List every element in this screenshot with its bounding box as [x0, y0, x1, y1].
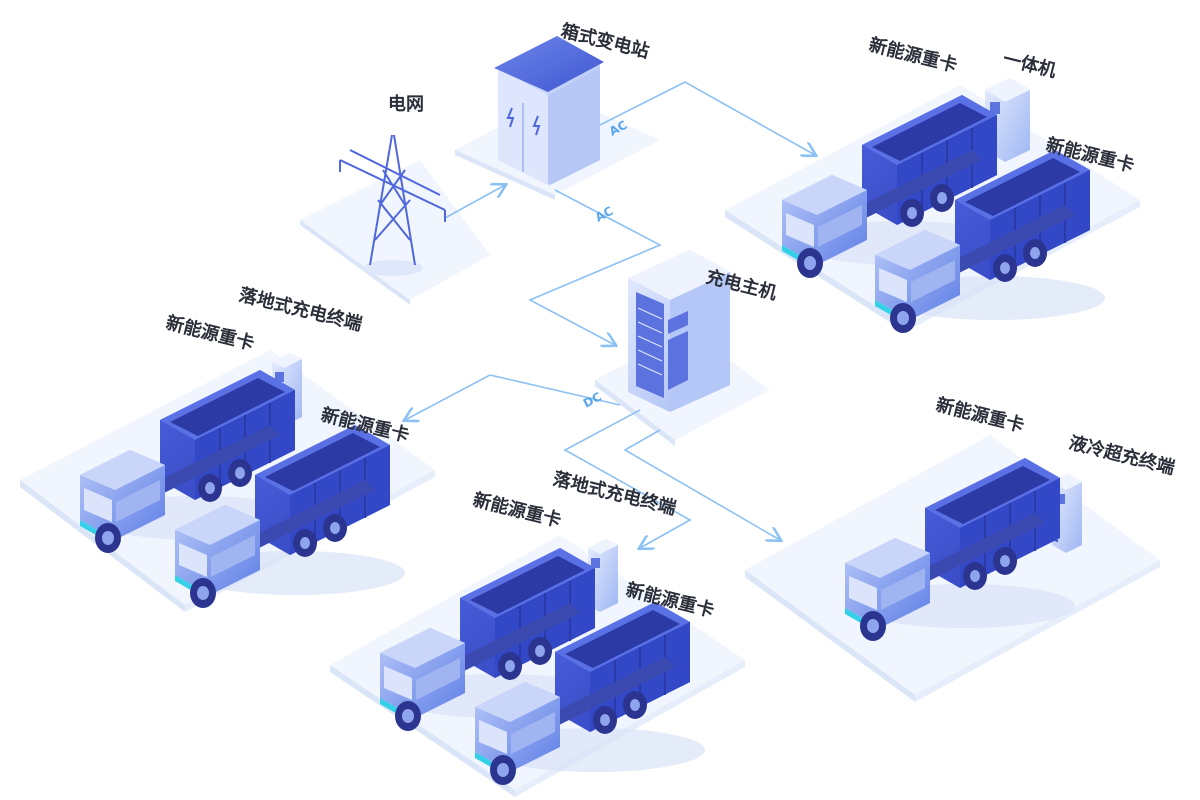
charging-host-icon: [628, 250, 730, 412]
connector-host-bottom: [563, 409, 692, 548]
connector-grid-substation: [444, 185, 505, 219]
flow-label-ac-2: AC: [593, 204, 616, 225]
label-floor-charger-left: 落地式充电终端: [237, 284, 365, 336]
transmission-tower-icon: [339, 134, 446, 276]
label-truck-bottom-right-1: 新能源重卡: [934, 394, 1027, 437]
label-truck-top-right-1: 新能源重卡: [867, 34, 960, 77]
platform-grid: [300, 160, 490, 305]
label-floor-charger-bottom: 落地式充电终端: [551, 468, 679, 520]
connector-substation-host: [528, 189, 662, 345]
substation-icon: [494, 36, 604, 185]
connectors: [405, 81, 815, 548]
label-truck-bottom-1: 新能源重卡: [471, 489, 564, 532]
label-grid: 电网: [388, 93, 424, 115]
connector-host-right: [623, 429, 780, 540]
label-all-in-one: 一体机: [1001, 48, 1059, 82]
connector-substation-truck: [599, 81, 815, 155]
label-liquid-cooled: 液冷超充终端: [1067, 432, 1177, 479]
connector-host-left: [405, 374, 621, 420]
flow-label-dc: DC: [581, 389, 604, 410]
label-truck-left-1: 新能源重卡: [164, 312, 257, 355]
